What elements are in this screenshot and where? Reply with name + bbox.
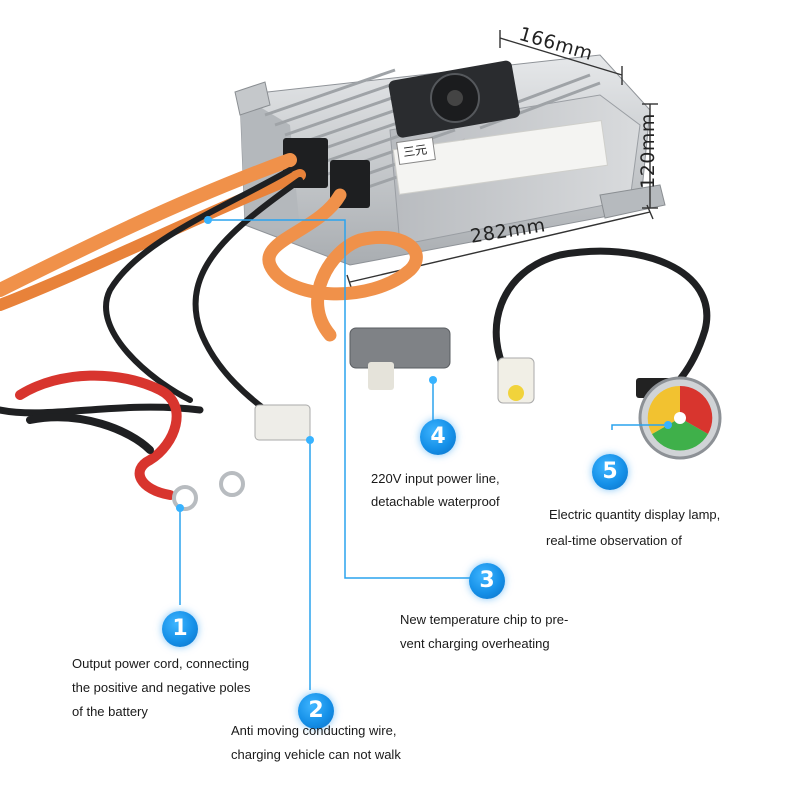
plug-connectors [254, 327, 535, 441]
caption-line: 220V input power line, [371, 471, 500, 486]
callout-caption-5: Electric quantity display lamp, real-tim… [546, 505, 721, 551]
callout-lines [179, 219, 668, 690]
cooling-fan [388, 60, 520, 138]
callout-badge-2: 2 [298, 693, 334, 729]
callout-badge-5: 5 [592, 454, 628, 490]
brand-label: 三元 [402, 142, 428, 160]
callout-caption-1: Output power cord, connecting the positi… [72, 654, 251, 722]
callout-caption-4: 220V input power line, detachable waterp… [371, 469, 500, 512]
caption-line: of the battery [72, 704, 148, 719]
caption-line: New temperature chip to pre- [400, 612, 569, 627]
caption-line: vent charging overheating [400, 636, 550, 651]
caption-line: Anti moving conducting wire, [231, 723, 397, 738]
callout-dots [176, 216, 672, 512]
indicator-lamp [636, 376, 722, 460]
callout-caption-3: New temperature chip to pre- vent chargi… [400, 610, 568, 654]
callout-badge-4: 4 [420, 419, 456, 455]
ring-terminals [172, 471, 245, 511]
callout-badge-1: 1 [162, 611, 198, 647]
caption-line: the positive and negative poles [72, 680, 251, 695]
caption-line: Electric quantity display lamp, [549, 507, 721, 522]
caption-line: real-time observation of [546, 533, 682, 548]
caption-line: charging vehicle can not walk [231, 747, 401, 762]
caption-line: Output power cord, connecting [72, 656, 250, 671]
red-cable [15, 370, 182, 500]
charger-housing [234, 54, 666, 266]
callout-badge-3: 3 [469, 563, 505, 599]
caption-line: detachable waterproof [371, 494, 500, 509]
orange-cables [0, 153, 423, 342]
callout-caption-2: Anti moving conducting wire, charging ve… [231, 721, 401, 765]
height-dimension-label: 120mm [636, 113, 659, 189]
